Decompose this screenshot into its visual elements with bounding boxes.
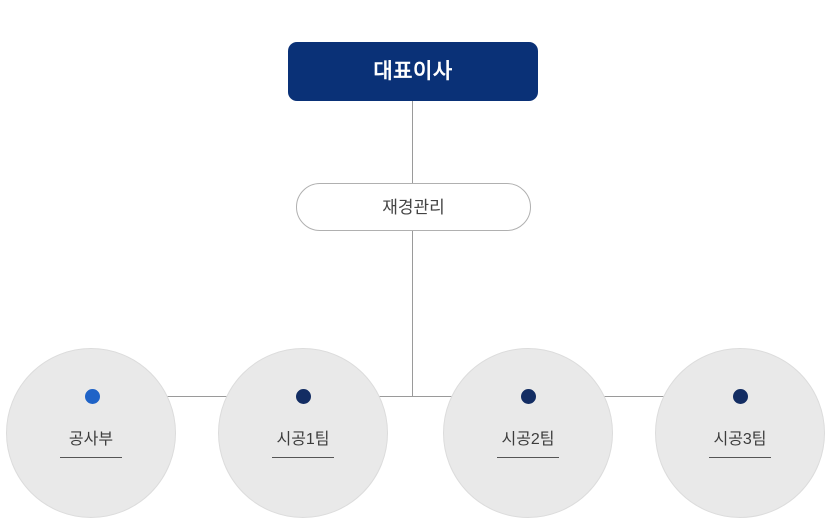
department-label-group-0[interactable]: 공사부: [6, 430, 176, 458]
department-label-0: 공사부: [68, 431, 114, 448]
department-circle-2[interactable]: [443, 348, 613, 518]
department-underline-3: [709, 457, 771, 458]
connector-ceo-to-finance: [412, 101, 413, 184]
department-dot-1: [296, 389, 311, 404]
node-ceo[interactable]: 대표이사: [288, 42, 538, 101]
department-label-group-1[interactable]: 시공1팀: [218, 430, 388, 458]
department-circle-0[interactable]: [6, 348, 176, 518]
department-label-group-3[interactable]: 시공3팀: [655, 430, 825, 458]
department-circle-1[interactable]: [218, 348, 388, 518]
connector-department-bus: [92, 396, 740, 397]
department-label-1: 시공1팀: [276, 431, 330, 448]
node-ceo-label: 대표이사: [373, 60, 453, 83]
department-dot-0: [85, 389, 100, 404]
department-label-3: 시공3팀: [713, 431, 767, 448]
department-underline-2: [497, 457, 559, 458]
department-circle-3[interactable]: [655, 348, 825, 518]
department-underline-0: [60, 457, 122, 458]
department-label-2: 시공2팀: [501, 431, 555, 448]
department-dot-3: [733, 389, 748, 404]
department-underline-1: [272, 457, 334, 458]
department-dot-2: [521, 389, 536, 404]
node-finance-management[interactable]: 재경관리: [296, 183, 531, 231]
connector-finance-to-departments: [412, 231, 413, 397]
node-finance-management-label: 재경관리: [382, 197, 445, 217]
department-label-group-2[interactable]: 시공2팀: [443, 430, 613, 458]
